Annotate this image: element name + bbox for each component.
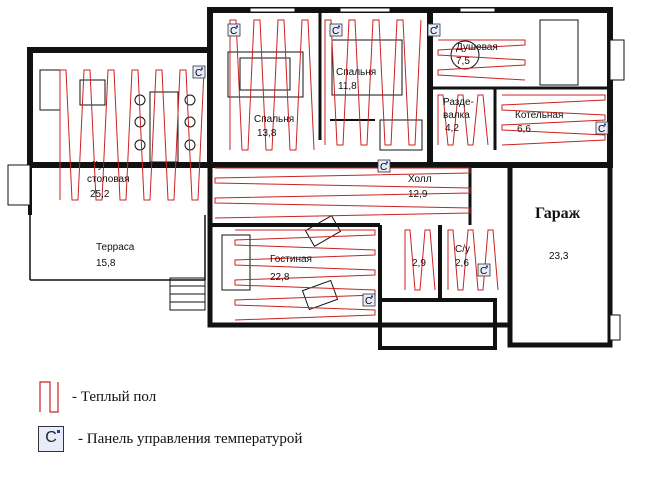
heating-loop: [447, 229, 499, 291]
furniture: [39, 39, 480, 311]
terrace-name: Терраса: [96, 242, 135, 253]
heating-loop: [404, 229, 436, 291]
bedroom1-area: 13,8: [257, 128, 277, 139]
heating-loop: [324, 19, 422, 146]
dressing-area: 4,2: [445, 123, 459, 134]
living-area: 22,8: [270, 272, 290, 283]
control-panel-icon: C: [227, 23, 241, 37]
shower-name: Душевая: [456, 42, 498, 53]
floor-heating-icon: [39, 381, 59, 413]
control-panel-icon: C: [38, 426, 64, 452]
dressing-name-2: валка: [443, 110, 470, 121]
bedroom2-name: Спальня: [336, 67, 376, 78]
kitchen-name-2: столовая: [87, 174, 130, 185]
kitchen-name-1: Кухня-: [92, 160, 122, 171]
garage-name: Гараж: [535, 205, 581, 222]
legend-floor-heating-text: - Теплый пол: [72, 388, 157, 405]
legend-floor-heating: - Теплый пол: [38, 380, 156, 414]
heating-loop: [229, 19, 315, 151]
legend-control-panel: C - Панель управления температурой: [38, 426, 302, 452]
windows: [7, 7, 625, 341]
control-panels: C C C C C C C C: [192, 23, 609, 307]
control-panel-icon: C: [477, 263, 491, 277]
stairs: [169, 19, 579, 311]
dressing-name-1: Раздe-: [443, 97, 474, 108]
room-labels: Кухня- столовая 25,2 Терраса 15,8 Спальн…: [87, 42, 581, 283]
wc-name: С/у: [455, 244, 470, 255]
boiler-name: Котельная: [515, 110, 563, 121]
garage-area: 23,3: [549, 251, 569, 262]
svg-text:C: C: [430, 26, 437, 37]
kitchen-area: 25,2: [90, 189, 110, 200]
heating-loop: [59, 69, 205, 201]
svg-text:C: C: [598, 124, 605, 135]
heating-loop: [437, 94, 489, 146]
heating-loop: [234, 229, 376, 321]
floor-plan: C C C C C C C C Кухня- столовая 25,2 Терраса 15…: [7, 7, 625, 350]
hall-name: Холл: [408, 174, 432, 185]
floor-heating-loops: [59, 19, 606, 321]
bedroom1-name: Спальня: [254, 114, 294, 125]
legend-control-panel-text: - Панель управления температурой: [78, 430, 303, 447]
control-panel-icon: C: [362, 293, 376, 307]
svg-text:C: C: [332, 26, 339, 37]
bedroom2-area: 11,8: [338, 81, 357, 92]
walls: [27, 7, 613, 350]
living-name: Гостиная: [270, 254, 312, 265]
heating-loop: [501, 94, 606, 146]
svg-text:C: C: [380, 162, 387, 173]
small-room-area: 2,9: [412, 258, 426, 269]
svg-text:C: C: [480, 266, 487, 277]
svg-text:C: C: [365, 296, 372, 307]
boiler-area: 6,6: [517, 124, 531, 135]
wc-area: 2,6: [455, 258, 469, 269]
control-panel-icon: C: [192, 65, 206, 79]
terrace-area: 15,8: [96, 258, 116, 269]
heating-loop: [214, 167, 471, 219]
hall-area: 12,9: [408, 189, 428, 200]
legend: - Теплый пол C - Панель управления темпе…: [38, 380, 638, 470]
control-panel-icon: C: [329, 23, 343, 37]
control-panel-icon: C: [427, 23, 441, 37]
svg-text:C: C: [230, 26, 237, 37]
heating-loop: [437, 39, 526, 81]
control-panel-icon: C: [377, 159, 391, 173]
svg-text:C: C: [195, 68, 202, 79]
shower-area: 7,5: [456, 56, 470, 67]
control-panel-icon: C: [595, 121, 609, 135]
